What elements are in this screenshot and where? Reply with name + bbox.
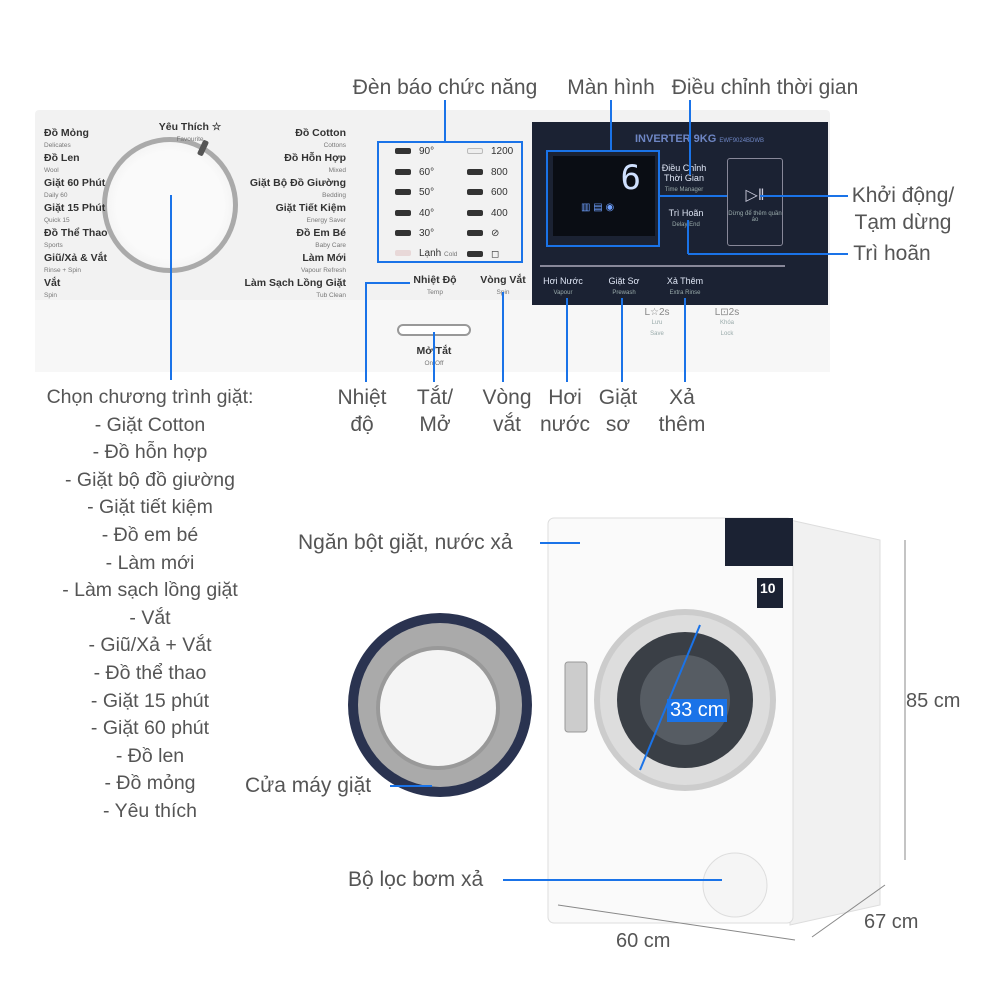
callout-detergent: Ngăn bột giặt, nước xả [298, 531, 513, 554]
favourite-label: Yêu Thích ☆Favourite [158, 121, 222, 144]
list-item: - Giặt tiết kiệm [87, 496, 213, 519]
led-rinse-hold: ◻ [467, 249, 513, 270]
depth-line [811, 884, 886, 938]
warranty-badge [757, 578, 783, 608]
list-item: - Giặt bộ đồ giường [64, 468, 235, 491]
machine-display-strip [725, 518, 793, 566]
program-list: Chọn chương trình giặt: - Giặt Cotton - … [47, 384, 254, 826]
callout-time-adjust: Điều chỉnh thời gian [671, 76, 859, 99]
door-diameter-label: 33 cm [667, 699, 728, 722]
led-90: 90° [395, 146, 457, 167]
display-digit: 6 [620, 158, 641, 198]
lcd-screen: 6 ▥ ▤ ◉ [553, 156, 655, 236]
panel-divider [540, 265, 785, 267]
list-item: - Đồ em bé [101, 523, 199, 546]
list-item: - Làm sạch lồng giặt [62, 579, 238, 602]
led-1200: 1200 [467, 146, 513, 167]
list-item: - Đồ hỗn hợp [92, 441, 208, 464]
led-30: 30° [395, 228, 457, 249]
hinge [564, 661, 588, 733]
list-item: - Giũ/Xả + Vắt [88, 634, 212, 657]
led-60: 60° [395, 167, 457, 188]
door-diameter-line [639, 624, 701, 771]
callout-delay: Trì hoãn [853, 242, 931, 265]
door-glass [376, 646, 500, 770]
led-40: 40° [395, 208, 457, 229]
list-item: - Đồ len [115, 744, 185, 767]
callout-filter: Bộ lọc bơm xả [348, 868, 484, 891]
model-label: INVERTER 9KG EWF9024BDWB [635, 133, 765, 145]
callout-indicators: Đèn báo chức năng [352, 76, 538, 99]
list-item: - Đồ mỏng [104, 772, 196, 795]
callout-door: Cửa máy giặt [245, 774, 372, 797]
spin-leds: 1200 800 600 400 ⊘ ◻ [467, 146, 513, 269]
callout-start-pause: Khởi động/Tạm dừng [851, 184, 955, 234]
warranty-badge-text: 10 [760, 580, 776, 596]
pump-filter-cover [702, 852, 768, 918]
led-cold: Lạnh Cold [395, 248, 457, 270]
list-item: - Giặt 60 phút [90, 717, 210, 740]
height-label: 85 cm [906, 690, 961, 712]
list-item: - Yêu thích [103, 799, 197, 822]
list-item: - Giặt 15 phút [90, 689, 210, 712]
depth-label: 67 cm [864, 911, 919, 933]
led-600: 600 [467, 187, 513, 208]
play-pause-icon: ▷‖ [745, 187, 765, 204]
start-pause-button[interactable]: ▷‖ Dừng để thêm quần áo [727, 158, 783, 246]
width-line [557, 904, 796, 941]
callout-onoff: Tắt/Mở [416, 386, 454, 436]
temp-leds: 90° 60° 50° 40° 30° Lạnh Cold [395, 146, 457, 269]
list-item: - Đồ thể thao [93, 661, 207, 684]
led-400: 400 [467, 208, 513, 229]
display-icons: ▥ ▤ ◉ [581, 202, 615, 213]
led-800: 800 [467, 167, 513, 188]
list-item: - Làm mới [105, 551, 195, 574]
list-item: - Vắt [129, 606, 171, 629]
program-list-title: Chọn chương trình giặt: [46, 386, 254, 408]
callout-screen: Màn hình [567, 76, 655, 99]
control-panel-lower [35, 300, 830, 372]
led-50: 50° [395, 187, 457, 208]
led-no-spin: ⊘ [467, 228, 513, 249]
list-item: - Giặt Cotton [94, 413, 206, 436]
width-label: 60 cm [616, 930, 671, 952]
